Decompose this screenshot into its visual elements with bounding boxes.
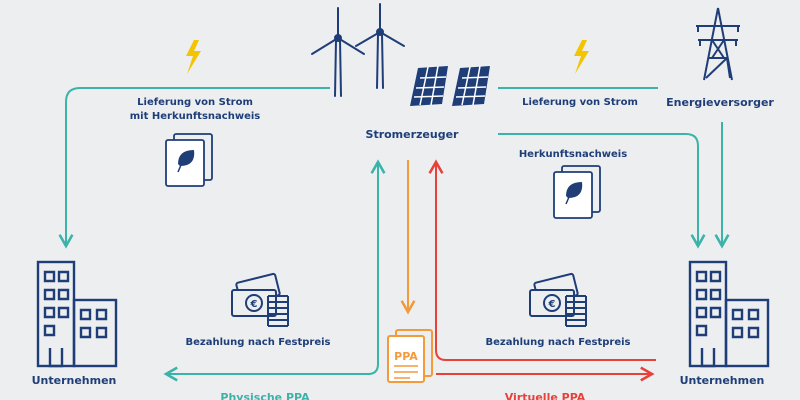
virtual-ppa-label: Virtuelle PPA xyxy=(504,391,586,400)
company-left-label: Unternehmen xyxy=(31,374,117,387)
wind-turbine-icon xyxy=(355,3,405,89)
office-building-icon xyxy=(36,260,118,368)
generator-label: Stromerzeuger xyxy=(365,128,459,141)
money-coins-icon xyxy=(529,272,587,327)
certificate-label: Herkunftsnachweis xyxy=(518,149,628,160)
ppa-document-icon xyxy=(387,329,433,383)
payment-left-label: Bezahlung nach Festpreis xyxy=(185,337,331,348)
certificate-document-icon xyxy=(553,165,601,219)
power-pylon-icon xyxy=(696,7,740,81)
delivery-left-label: Lieferung von Strom mit Herkunftsnachwei… xyxy=(120,96,270,123)
arrow-certificate-to-right-company xyxy=(498,133,706,249)
euro-sign: € xyxy=(250,299,258,310)
lightning-icon xyxy=(186,40,201,74)
supplier-label: Energieversorger xyxy=(666,96,774,109)
arrow-ppa-to-generator xyxy=(428,159,656,361)
solar-panel-icon xyxy=(410,65,490,106)
office-building-icon xyxy=(688,260,770,368)
lightning-icon xyxy=(574,40,589,74)
delivery-right-label: Lieferung von Strom xyxy=(522,97,638,108)
ppa-document-label: PPA xyxy=(394,350,418,363)
arrow-payment-to-generator xyxy=(360,159,386,375)
delivery-left-line1: Lieferung von Strom xyxy=(137,97,253,108)
delivery-left-line2: mit Herkunftsnachweis xyxy=(129,110,261,122)
payment-right-label: Bezahlung nach Festpreis xyxy=(485,337,631,348)
physical-ppa-label: Physische PPA xyxy=(220,391,310,400)
company-right-label: Unternehmen xyxy=(679,374,765,387)
euro-sign: € xyxy=(548,299,556,310)
money-coins-icon xyxy=(231,272,289,327)
arrow-generator-to-left-company xyxy=(58,87,330,249)
certificate-document-icon xyxy=(165,133,213,187)
wind-turbine-icon xyxy=(311,7,365,97)
